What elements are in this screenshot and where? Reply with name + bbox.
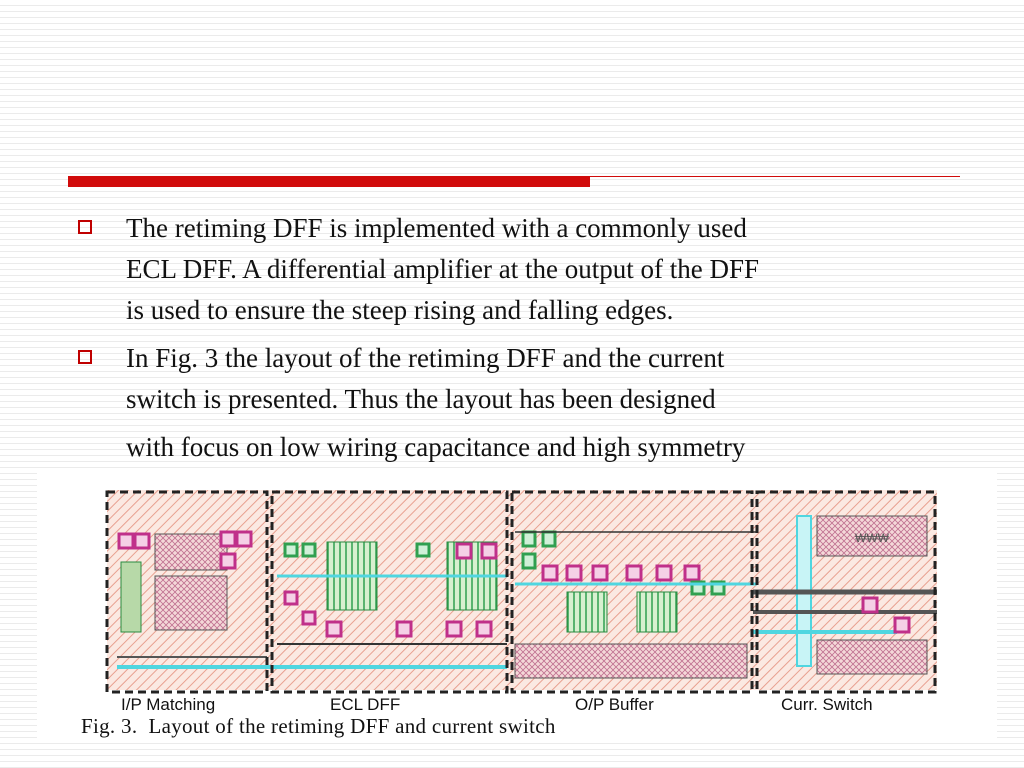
bullet-text: The retiming DFF is implemented with a c… xyxy=(126,213,760,325)
layout-figure: ₩₩₩ I/P Matching ECL DFF O/P Buffer Curr… xyxy=(37,472,997,742)
title-accent-bar xyxy=(68,176,590,187)
square-bullet-icon xyxy=(78,350,92,364)
current-switch-block: ₩₩₩ xyxy=(753,515,937,675)
section-boundaries xyxy=(105,490,937,694)
section-label-curr-switch: Curr. Switch xyxy=(781,695,873,714)
section-label-ip-matching: I/P Matching xyxy=(121,695,216,714)
figure-caption: Fig. 3. Layout of the retiming DFF and c… xyxy=(81,714,556,738)
square-bullet-icon xyxy=(78,220,92,234)
bullet-text: In Fig. 3 the layout of the retiming DFF… xyxy=(126,343,746,462)
bullet-list: The retiming DFF is implemented with a c… xyxy=(78,208,958,468)
section-label-ecl-dff: ECL DFF xyxy=(330,695,401,714)
bullet-item: In Fig. 3 the layout of the retiming DFF… xyxy=(78,338,958,468)
section-label-op-buffer: O/P Buffer xyxy=(575,695,654,714)
ecl-dff-block xyxy=(277,541,507,669)
ip-matching-block xyxy=(117,530,277,669)
bullet-item: The retiming DFF is implemented with a c… xyxy=(78,208,958,331)
block-label: ₩₩₩ xyxy=(855,531,890,545)
op-buffer-block xyxy=(514,530,757,679)
title-divider-line xyxy=(590,176,960,177)
circuit-layout-image: ₩₩₩ xyxy=(105,490,937,694)
